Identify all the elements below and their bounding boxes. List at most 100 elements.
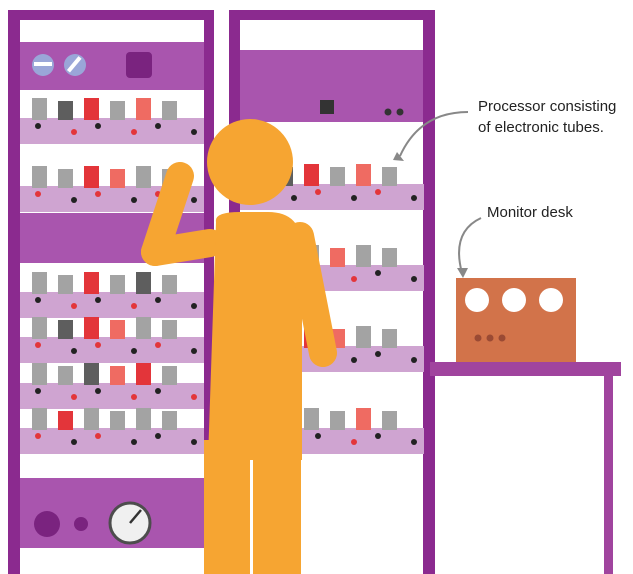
indicator-dot xyxy=(411,357,417,363)
indicator-dot xyxy=(375,189,381,195)
vacuum-tube xyxy=(162,366,177,385)
indicator-dot xyxy=(155,342,161,348)
indicator-dot xyxy=(131,303,137,309)
indicator-dot xyxy=(375,270,381,276)
indicator-dot xyxy=(71,303,77,309)
knob-marker xyxy=(34,62,52,66)
vacuum-tube xyxy=(136,408,151,430)
person-left-leg xyxy=(204,440,250,574)
indicator-dot xyxy=(191,394,197,400)
processor-label-line1: Processor consisting xyxy=(478,98,616,115)
vacuum-tube xyxy=(330,248,345,267)
tube-shelf xyxy=(20,337,204,363)
indicator-dot xyxy=(315,189,321,195)
indicator-dot xyxy=(131,394,137,400)
vacuum-tube xyxy=(382,248,397,267)
vacuum-tube xyxy=(136,98,151,120)
left-rack xyxy=(8,10,214,574)
vacuum-tube xyxy=(110,320,125,339)
vacuum-tube xyxy=(356,245,371,267)
indicator-light xyxy=(385,109,392,116)
indicator-dot xyxy=(131,129,137,135)
indicator-dot xyxy=(411,195,417,201)
indicator-dot xyxy=(71,129,77,135)
indicator-dot xyxy=(95,433,101,439)
tube-shelf xyxy=(20,383,204,409)
vacuum-tube xyxy=(356,408,371,430)
desk-top xyxy=(430,362,621,376)
vacuum-tube xyxy=(330,411,345,430)
vacuum-tube xyxy=(58,366,73,385)
tube-shelf xyxy=(20,292,204,318)
vacuum-tube xyxy=(32,408,47,430)
indicator-dot xyxy=(35,191,41,197)
vacuum-tube xyxy=(110,366,125,385)
vacuum-tube xyxy=(32,98,47,120)
indicator-dot xyxy=(95,191,101,197)
vacuum-tube xyxy=(110,169,125,188)
indicator-dot xyxy=(35,433,41,439)
indicator-dot xyxy=(95,342,101,348)
indicator-dot xyxy=(95,297,101,303)
indicator-dot xyxy=(411,276,417,282)
monitor-dial-icon xyxy=(502,288,526,312)
vacuum-tube xyxy=(382,411,397,430)
indicator-dot xyxy=(71,197,77,203)
vacuum-tube xyxy=(136,363,151,385)
power-knob-icon xyxy=(34,511,60,537)
monitor-dial-icon xyxy=(539,288,563,312)
indicator-dot xyxy=(191,439,197,445)
vacuum-tube xyxy=(84,317,99,339)
vacuum-tube xyxy=(84,363,99,385)
monitor-arrow xyxy=(459,218,481,273)
small-knob-icon xyxy=(74,517,88,531)
indicator-dot xyxy=(315,433,321,439)
indicator-dot xyxy=(155,297,161,303)
indicator-dot xyxy=(71,348,77,354)
vacuum-tube xyxy=(330,167,345,186)
indicator-dot xyxy=(351,276,357,282)
vacuum-tube xyxy=(32,317,47,339)
vacuum-tube xyxy=(382,329,397,348)
vacuum-tube xyxy=(162,320,177,339)
indicator-dot xyxy=(71,394,77,400)
tube-shelf xyxy=(20,118,204,144)
indicator-dot xyxy=(35,342,41,348)
indicator-dot xyxy=(375,351,381,357)
monitor-light xyxy=(475,335,482,342)
indicator-dot xyxy=(95,388,101,394)
indicator-dot xyxy=(351,357,357,363)
monitor-arrow-head xyxy=(457,268,468,278)
indicator-dot xyxy=(95,123,101,129)
indicator-dot xyxy=(155,123,161,129)
indicator-dot xyxy=(191,303,197,309)
vacuum-tube xyxy=(84,166,99,188)
indicator-dot xyxy=(191,348,197,354)
vacuum-tube xyxy=(58,275,73,294)
indicator-dot xyxy=(191,129,197,135)
monitor-desk xyxy=(430,278,621,574)
vacuum-tube xyxy=(136,317,151,339)
indicator-square xyxy=(126,52,152,78)
indicator-square xyxy=(320,100,334,114)
vacuum-tube xyxy=(58,101,73,120)
vacuum-tube xyxy=(304,408,319,430)
indicator-dot xyxy=(71,439,77,445)
indicator-dot xyxy=(351,195,357,201)
vacuum-tube xyxy=(136,166,151,188)
vacuum-tube xyxy=(32,272,47,294)
vacuum-tube xyxy=(110,275,125,294)
monitor-callout: Monitor desk xyxy=(457,204,573,278)
indicator-dot xyxy=(131,197,137,203)
vacuum-tube xyxy=(110,101,125,120)
vacuum-tube xyxy=(136,272,151,294)
person-body xyxy=(208,212,302,460)
vacuum-tube xyxy=(382,167,397,186)
tube-shelf xyxy=(20,428,204,454)
vacuum-tube xyxy=(162,411,177,430)
vacuum-tube xyxy=(110,411,125,430)
vacuum-tube xyxy=(356,326,371,348)
person-right-leg xyxy=(253,440,301,574)
monitor-light xyxy=(499,335,506,342)
